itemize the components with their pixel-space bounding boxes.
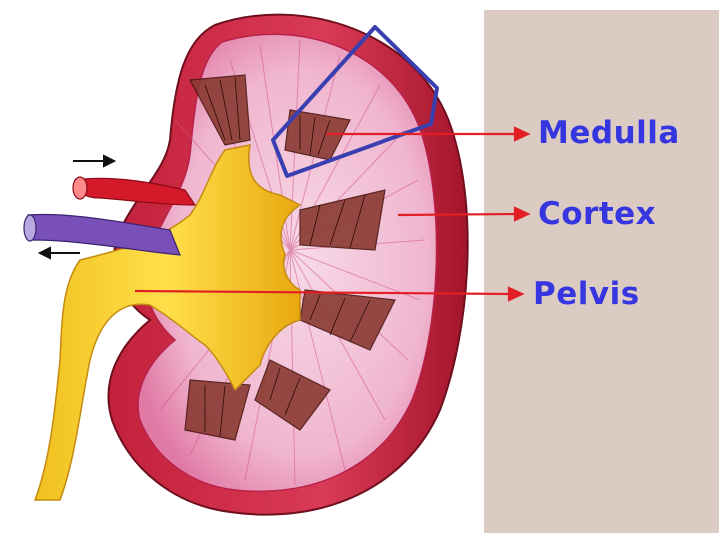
vein-opening — [24, 215, 36, 241]
medulla-label: Medulla — [538, 115, 680, 151]
flow-out-arrow-icon — [40, 248, 80, 258]
artery-opening — [73, 177, 87, 199]
pelvis-label: Pelvis — [533, 276, 640, 312]
cortex-pointer — [398, 214, 518, 215]
flow-in-arrow-icon — [73, 156, 114, 166]
cortex-label: Cortex — [538, 196, 656, 232]
